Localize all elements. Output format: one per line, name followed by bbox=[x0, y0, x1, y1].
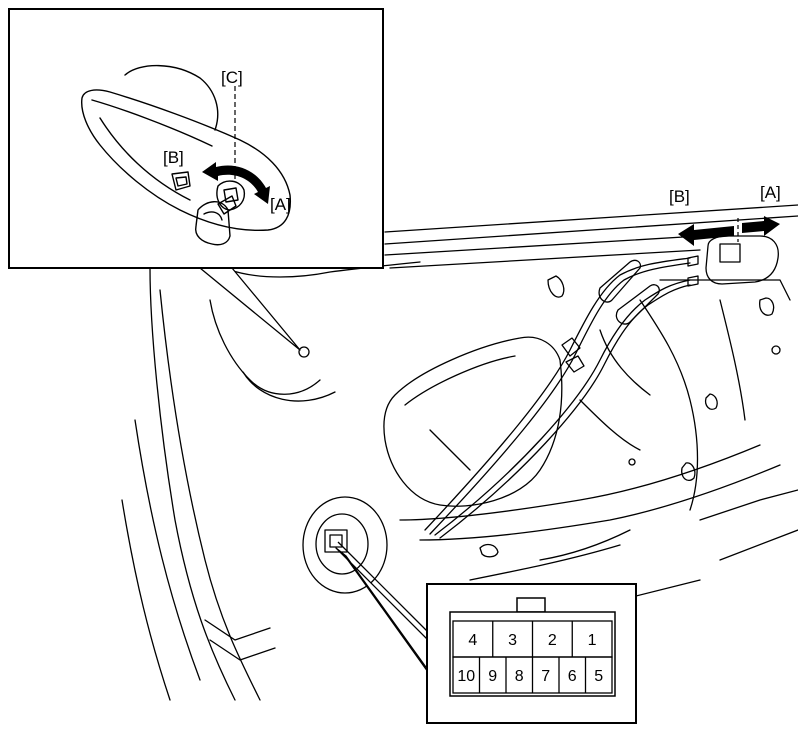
connector-pin-3: 3 bbox=[508, 632, 517, 649]
inset-handle-drawing bbox=[81, 64, 292, 246]
rotation-arrow-icon bbox=[202, 162, 270, 204]
connector-pin-9: 9 bbox=[488, 668, 497, 685]
inset-callout-pointer bbox=[199, 267, 301, 351]
connector-pin-1: 1 bbox=[588, 632, 597, 649]
connector-pin-7: 7 bbox=[541, 668, 550, 685]
handle-label-a: [A] bbox=[760, 183, 781, 202]
connector-pin-5: 5 bbox=[594, 668, 603, 685]
inset-rotation-arrow bbox=[202, 162, 270, 204]
connector-top-row: 4 3 2 1 bbox=[468, 621, 597, 657]
connector-pin-10: 10 bbox=[457, 668, 475, 685]
arrow-a-right-icon bbox=[742, 216, 780, 236]
door-panel bbox=[121, 204, 798, 701]
inset-label-c: [C] bbox=[221, 68, 243, 87]
handle-label-b: [B] bbox=[669, 187, 690, 206]
inset-label-b: [B] bbox=[163, 148, 184, 167]
handle-direction-arrows bbox=[678, 216, 780, 246]
connector-latch bbox=[516, 597, 546, 613]
connector-pin-8: 8 bbox=[515, 668, 524, 685]
connector-pin-4: 4 bbox=[468, 632, 477, 649]
connector-callout-line-2 bbox=[344, 555, 429, 673]
inset-label-a: [A] bbox=[270, 195, 291, 214]
connector-pin-2: 2 bbox=[548, 632, 557, 649]
connector-callout-line-1 bbox=[337, 541, 429, 633]
connector-pin-6: 6 bbox=[568, 668, 577, 685]
arrow-b-left-icon bbox=[678, 224, 734, 246]
